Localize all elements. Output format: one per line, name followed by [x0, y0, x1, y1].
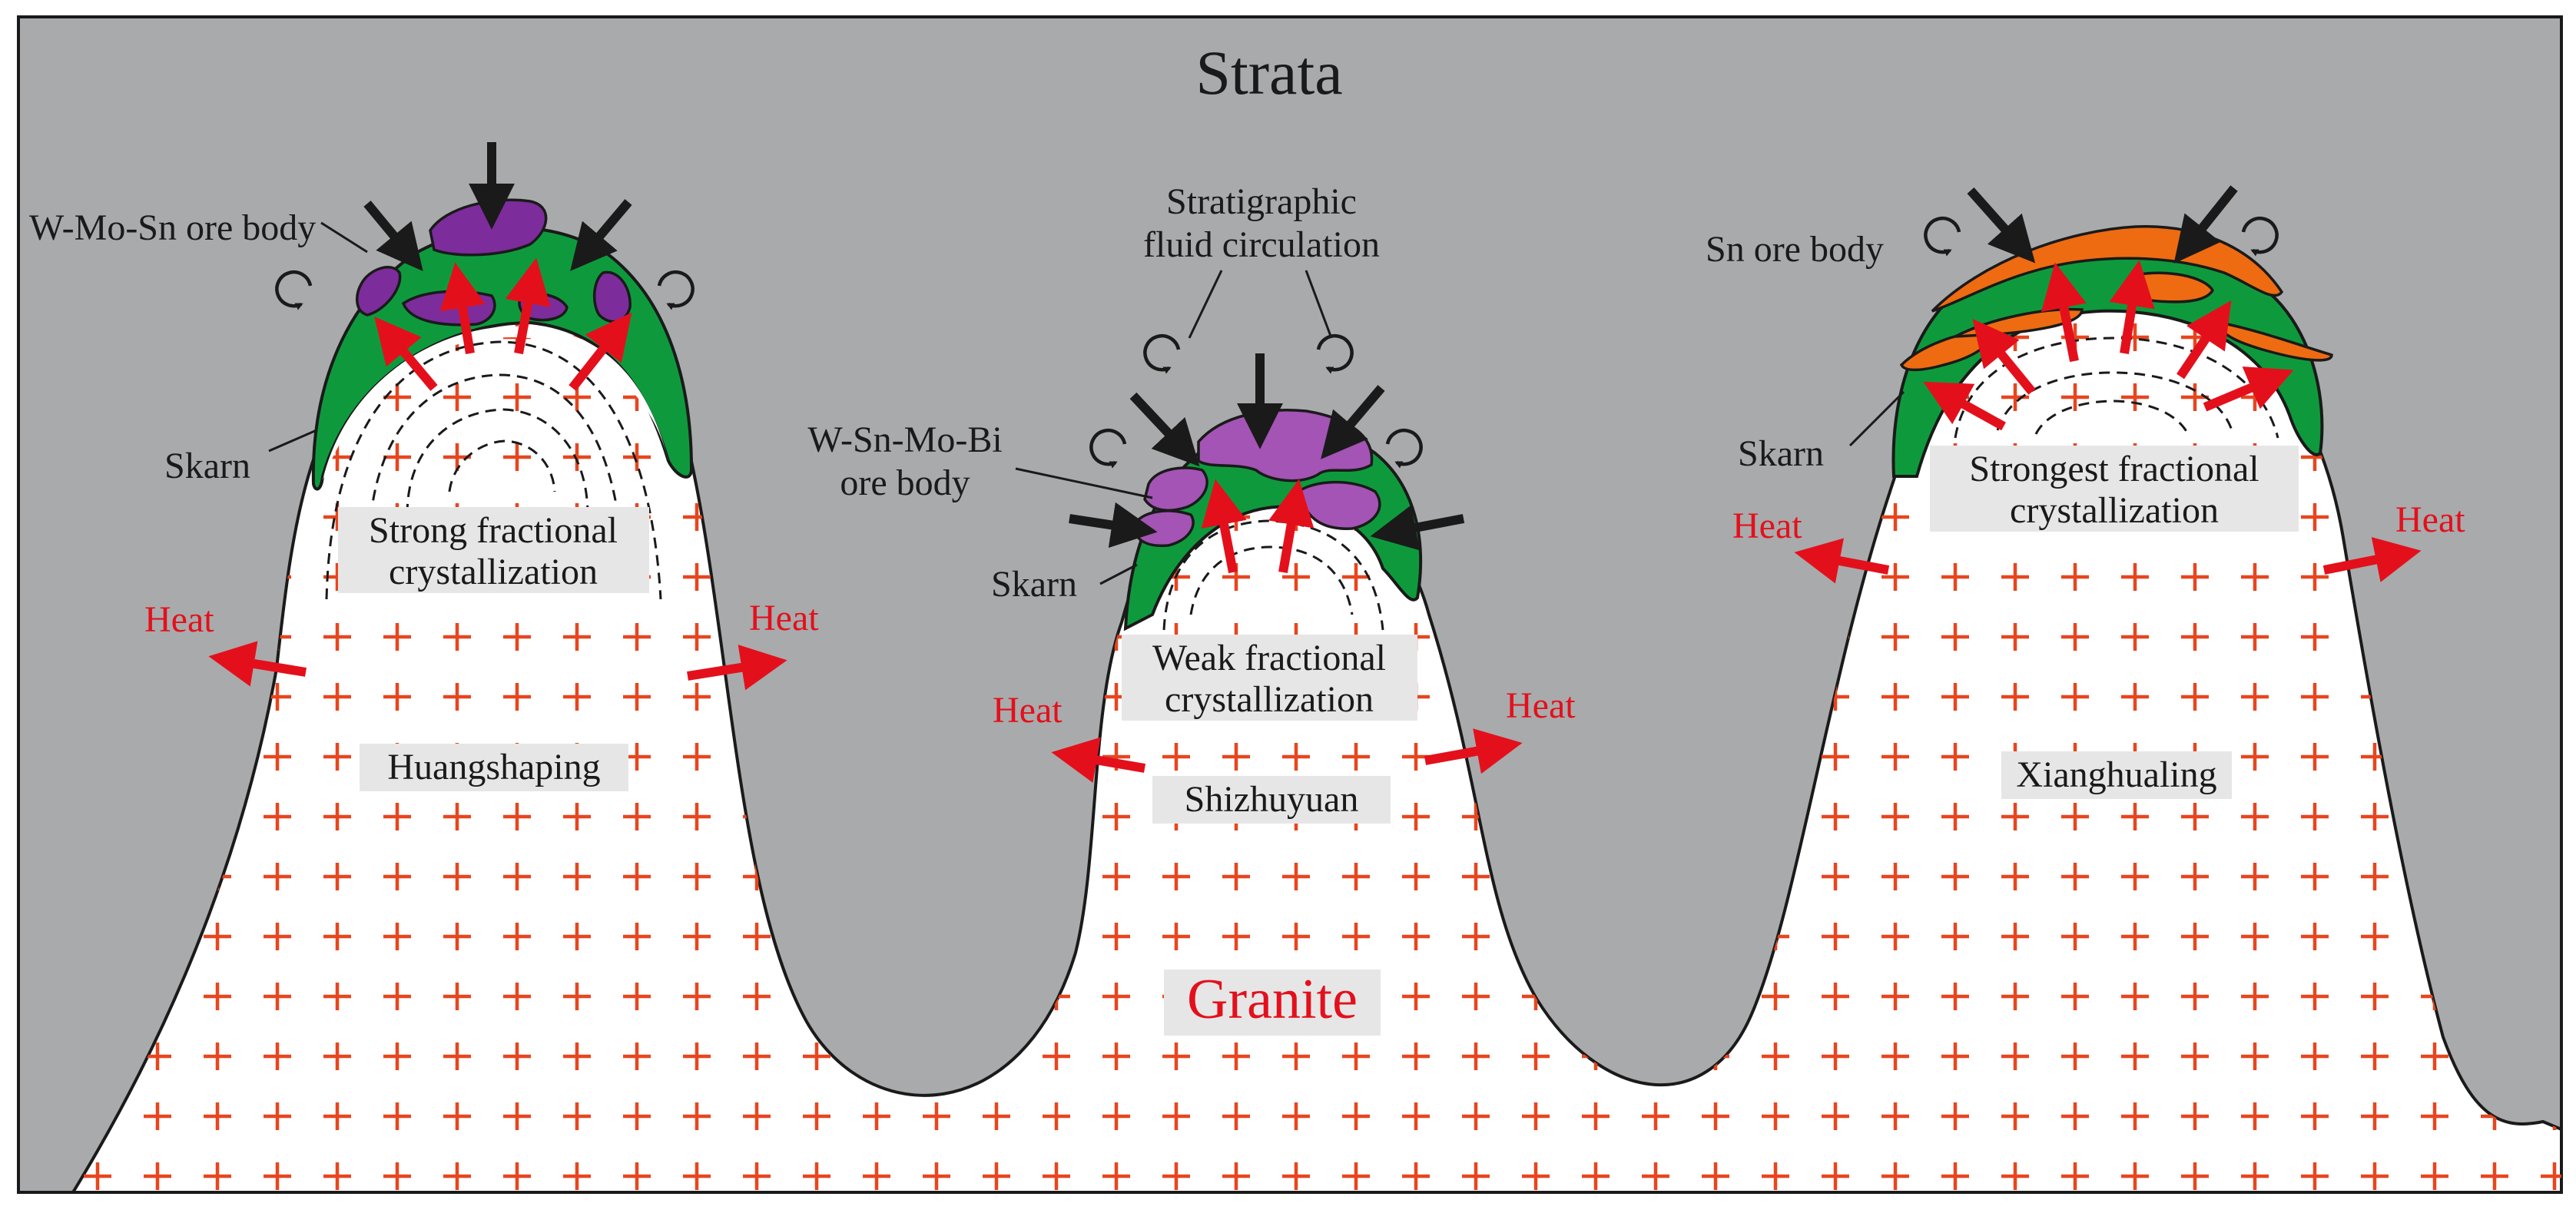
shizhuyuan-fluid-line1: Stratigraphic: [1166, 181, 1357, 222]
xianghualing-heat-left: Heat: [1732, 506, 1802, 546]
xianghualing-ore-pod: [2218, 321, 2333, 362]
shizhuyuan-heat-right: Heat: [1506, 685, 1576, 726]
granite-label: Granite: [1187, 968, 1358, 1031]
shizhuyuan-skarn-label: Skarn: [991, 564, 1077, 605]
shizhuyuan-name: Shizhuyuan: [1185, 779, 1359, 820]
shizhuyuan-heat-left: Heat: [993, 690, 1063, 731]
xianghualing-intrusion: [1794, 185, 2422, 584]
huangshaping-crystallization-line1: Strong fractional: [369, 510, 618, 551]
shizhuyuan-intrusion: [1015, 270, 1523, 783]
huangshaping-skarn-label: Skarn: [164, 446, 250, 486]
xianghualing-ore-label: Sn ore body: [1706, 229, 1884, 270]
huangshaping-ore-label: W-Mo-Sn ore body: [29, 207, 316, 248]
huangshaping-heat-right: Heat: [749, 598, 819, 638]
huangshaping-heat-left: Heat: [144, 599, 214, 640]
shizhuyuan-fluid-line2: fluid circulation: [1143, 224, 1380, 265]
xianghualing-name: Xianghualing: [2016, 754, 2216, 795]
xianghualing-skarn-label: Skarn: [1738, 433, 1824, 474]
xianghualing-heat-right: Heat: [2395, 499, 2465, 540]
shizhuyuan-ore-label-line1: W-Sn-Mo-Bi: [807, 419, 1002, 460]
shizhuyuan-crystallization-line1: Weak fractional: [1152, 638, 1386, 678]
xianghualing-crystallization-line2: crystallization: [2010, 490, 2219, 531]
shizhuyuan-ore-label-line2: ore body: [840, 462, 970, 503]
huangshaping-name: Huangshaping: [387, 747, 600, 787]
strata-title: Strata: [1195, 38, 1342, 108]
shizhuyuan-crystallization-line2: crystallization: [1165, 679, 1374, 720]
huangshaping-intrusion: [208, 142, 787, 691]
xianghualing-crystallization-line1: Strongest fractional: [1969, 449, 2259, 489]
huangshaping-crystallization-line2: crystallization: [389, 552, 598, 592]
